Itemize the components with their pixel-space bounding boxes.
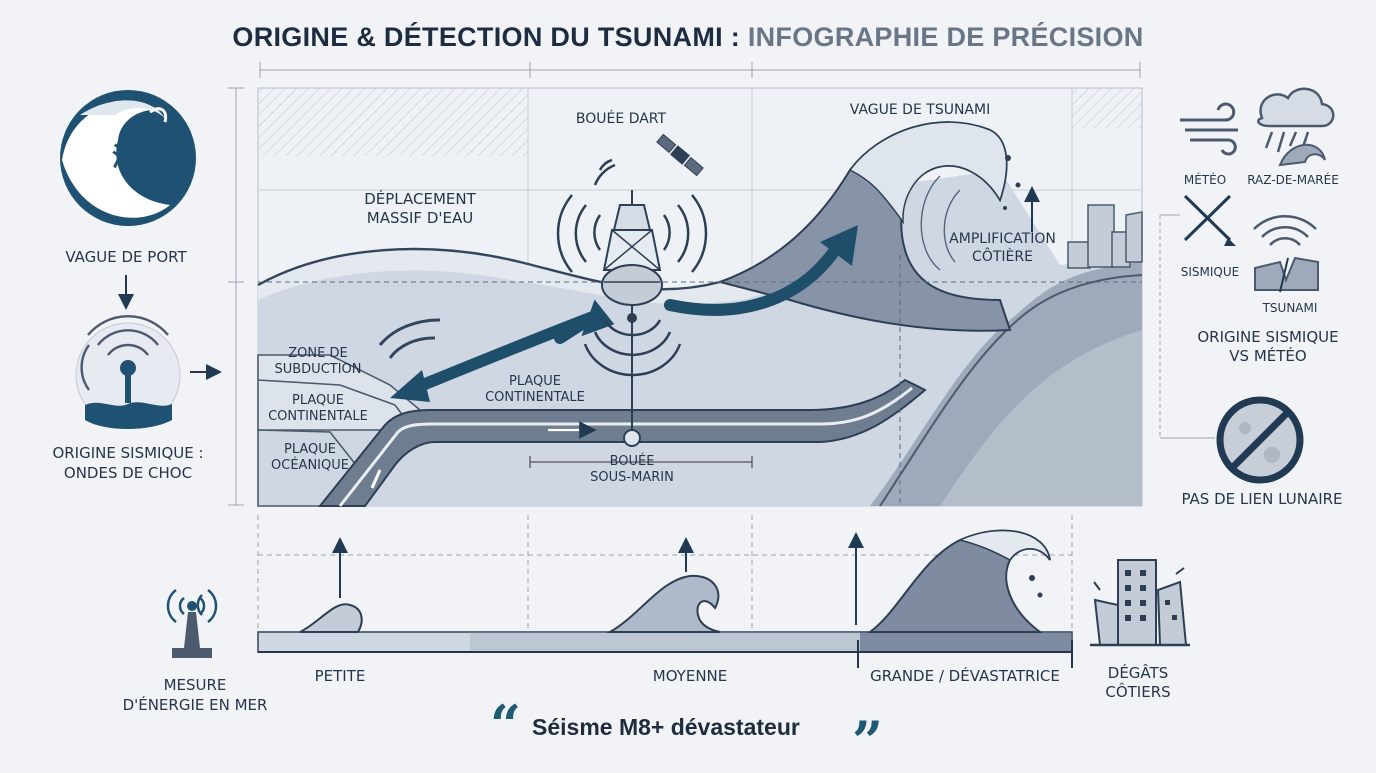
- subduction-zone-line2: SUBDUCTION: [274, 362, 362, 377]
- title-part-1: ORIGINE & DÉTECTION DU TSUNAMI :: [232, 22, 741, 52]
- title-part-2: INFOGRAPHIE DE PRÉCISION: [747, 22, 1144, 52]
- comparison-caption-line1: ORIGINE SISMIQUE: [1197, 328, 1339, 346]
- damage-caption-line1: DÉGÂTS: [1107, 664, 1169, 682]
- continental-plate-mid-line2: CONTINENTALE: [485, 390, 585, 405]
- continental-plate-mid-line1: PLAQUE: [508, 374, 561, 389]
- seismic-label: SISMIQUE: [1180, 265, 1240, 279]
- dimension-lines: [228, 62, 1215, 506]
- buoy-label: BOUÉE DART: [575, 111, 667, 127]
- storm-cloud-icon: [1257, 87, 1335, 167]
- wind-icon: [1180, 102, 1238, 156]
- quote-close-mark: ”: [852, 709, 884, 773]
- cross-icon: [1183, 194, 1232, 242]
- seafloor-buoy-line2: SOUS-MARIN: [590, 470, 674, 485]
- energy-sensor-icon: [166, 589, 218, 658]
- dart-buoy: [556, 158, 708, 447]
- coastal-amplification-line1: AMPLIFICATION: [949, 231, 1056, 247]
- coastal-amplification-line2: CÔTIÈRE: [972, 249, 1033, 265]
- water-displacement-line1: DÉPLACEMENT: [364, 190, 476, 208]
- lunar-caption: PAS DE LIEN LUNAIRE: [1181, 490, 1343, 508]
- oceanic-plate-line1: PLAQUE: [283, 442, 336, 457]
- damaged-buildings-icon: [1090, 559, 1190, 647]
- continental-plate-left-line2: CONTINENTALE: [268, 409, 368, 424]
- satellite-icon: [656, 133, 704, 177]
- tsunami-logo-icon: [60, 90, 196, 226]
- logo-caption: VAGUE DE PORT: [65, 248, 187, 266]
- seismic-origin-line1: ORIGINE SISMIQUE :: [52, 444, 204, 462]
- page-title: ORIGINE & DÉTECTION DU TSUNAMI : INFOGRA…: [0, 22, 1376, 53]
- water-displacement-line2: MASSIF D'EAU: [366, 209, 474, 227]
- weather-label: MÉTÉO: [1183, 173, 1227, 187]
- seismic-sensor-icon: [75, 315, 181, 429]
- scale-medium-label: MOYENNE: [652, 667, 728, 685]
- quote-block: “ Séisme M8+ dévastateur ”: [490, 693, 890, 768]
- sensor-caption-line1: MESURE: [163, 676, 227, 694]
- no-moon-icon: [1216, 396, 1304, 484]
- storm-surge-label: RAZ-DE-MARÉE: [1247, 173, 1339, 187]
- tsunami-wave-label: VAGUE DE TSUNAMI: [849, 102, 991, 118]
- subduction-zone-line1: ZONE DE: [288, 346, 348, 361]
- sensor-caption-line2: D'ÉNERGIE EN MER: [122, 696, 268, 714]
- seismic-tsunami-icon: [1253, 215, 1319, 293]
- quote-text: Séisme M8+ dévastateur: [532, 714, 800, 740]
- oceanic-plate-line2: OCÉANIQUE: [271, 458, 349, 473]
- logo-kanji: 津波: [112, 143, 165, 173]
- seismic-origin-line2: ONDES DE CHOC: [63, 464, 193, 482]
- quote-open-mark: “: [490, 693, 522, 757]
- scale-large-label: GRANDE / DÉVASTATRICE: [870, 667, 1060, 685]
- comparison-caption-line2: VS MÉTÉO: [1229, 347, 1307, 365]
- tsunami-label: TSUNAMI: [1262, 301, 1318, 315]
- damage-caption-line2: CÔTIERS: [1105, 683, 1171, 701]
- continental-plate-left-line1: PLAQUE: [291, 393, 344, 408]
- seafloor-buoy-line1: BOUÉE: [609, 454, 655, 469]
- scale-small-label: PETITE: [314, 667, 366, 685]
